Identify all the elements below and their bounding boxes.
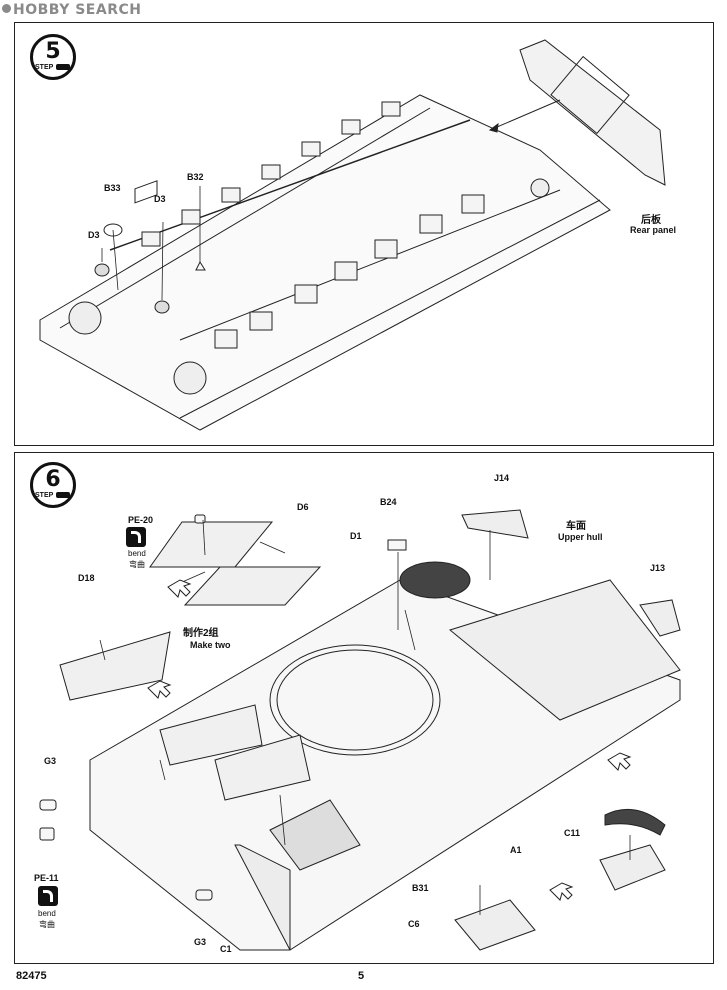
label-a1: A1 <box>510 845 522 855</box>
label-upper-hull-cn: 车面 <box>566 521 586 532</box>
step-6-panel <box>14 452 714 964</box>
step-number: 5 <box>45 39 61 64</box>
label-make-two-cn: 制作2组 <box>183 628 219 639</box>
label-bend-1-cn: 弯曲 <box>129 560 145 569</box>
watermark-logo-icon <box>2 4 11 13</box>
step-5-badge: 5 STEP <box>30 34 76 80</box>
label-j14: J14 <box>494 473 510 483</box>
label-d6: D6 <box>297 502 309 512</box>
label-make-two: Make two <box>190 640 231 650</box>
label-upper-hull: Upper hull <box>558 532 603 542</box>
label-bend-1: bend <box>128 549 146 558</box>
label-d18: D18 <box>78 573 95 583</box>
label-b33: B33 <box>104 183 121 193</box>
page-number: 5 <box>358 970 365 982</box>
label-pe11: PE-11 <box>34 873 59 883</box>
tank-icon <box>56 492 70 498</box>
label-c11: C11 <box>564 828 581 838</box>
label-pe20: PE-20 <box>128 515 154 525</box>
label-rear-panel-cn: 后板 <box>641 215 661 226</box>
step-6-badge: 6 STEP <box>30 462 76 508</box>
bend-icon <box>38 886 58 906</box>
tank-icon <box>56 64 70 70</box>
label-g3-a: G3 <box>44 756 57 766</box>
label-d1: D1 <box>350 531 362 541</box>
label-b31: B31 <box>412 883 429 893</box>
watermark: HOBBY SEARCH <box>2 2 141 18</box>
step-number: 6 <box>45 467 61 492</box>
product-code: 82475 <box>16 970 47 982</box>
bend-icon <box>126 527 146 547</box>
label-bend-2-cn: 弯曲 <box>39 920 55 929</box>
label-c1: C1 <box>220 944 232 954</box>
label-b24: B24 <box>380 497 397 507</box>
label-d3-b: D3 <box>154 194 166 204</box>
step-word: STEP <box>35 64 54 71</box>
label-rear-panel: Rear panel <box>630 225 677 235</box>
label-bend-2: bend <box>38 909 56 918</box>
label-g3-b: G3 <box>194 937 207 947</box>
watermark-text: HOBBY SEARCH <box>13 2 142 18</box>
step-5-panel <box>14 22 714 446</box>
label-d3-a: D3 <box>88 230 100 240</box>
label-b32: B32 <box>187 172 204 182</box>
label-c6: C6 <box>408 919 420 929</box>
step-word: STEP <box>35 492 54 499</box>
label-j13: J13 <box>650 563 666 573</box>
